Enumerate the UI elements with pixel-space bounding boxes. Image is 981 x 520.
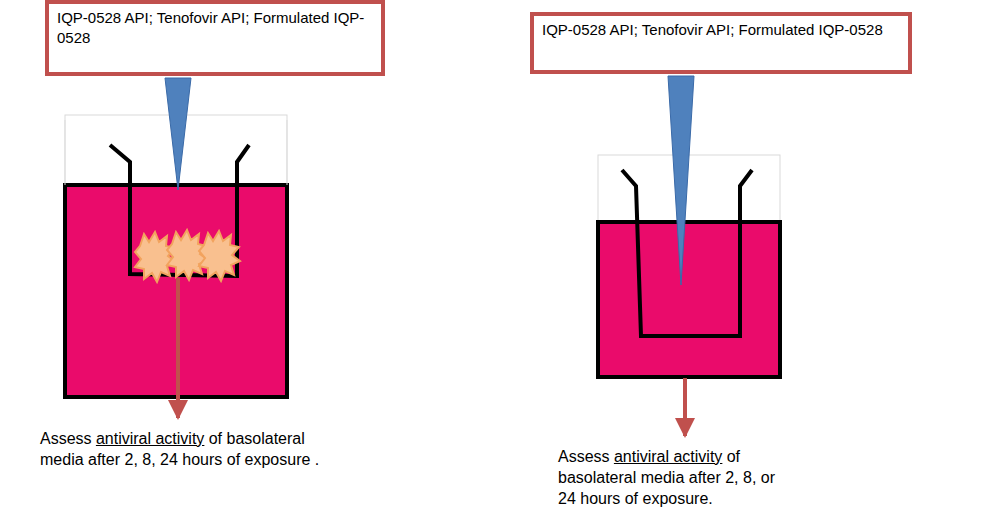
- treatment-box: IQP-0528 API; Tenofovir API; Formulated …: [530, 12, 912, 74]
- culture-well: [598, 155, 780, 377]
- underlined-text: antiviral activity: [614, 448, 722, 465]
- red-arrow: [176, 278, 180, 418]
- pipette-tip: [668, 76, 694, 285]
- note-text: Assess: [40, 430, 92, 447]
- treatment-box: IQP-0528 API; Tenofovir API; Formulated …: [45, 0, 385, 76]
- box-text: IQP-0528 API; Tenofovir API; Formulated …: [57, 8, 373, 48]
- cell-layer: [135, 230, 240, 282]
- assay-note: Assessantiviral activityof basolateral m…: [40, 428, 340, 470]
- underlined-text: antiviral activity: [96, 430, 204, 447]
- red-arrow: [683, 378, 687, 436]
- note-text: Assess: [558, 448, 610, 465]
- box-text: IQP-0528 API; Tenofovir API; Formulated …: [542, 20, 900, 40]
- pipette-tip: [165, 78, 191, 190]
- assay-note: Assessantiviral activityof basolateral m…: [558, 446, 778, 509]
